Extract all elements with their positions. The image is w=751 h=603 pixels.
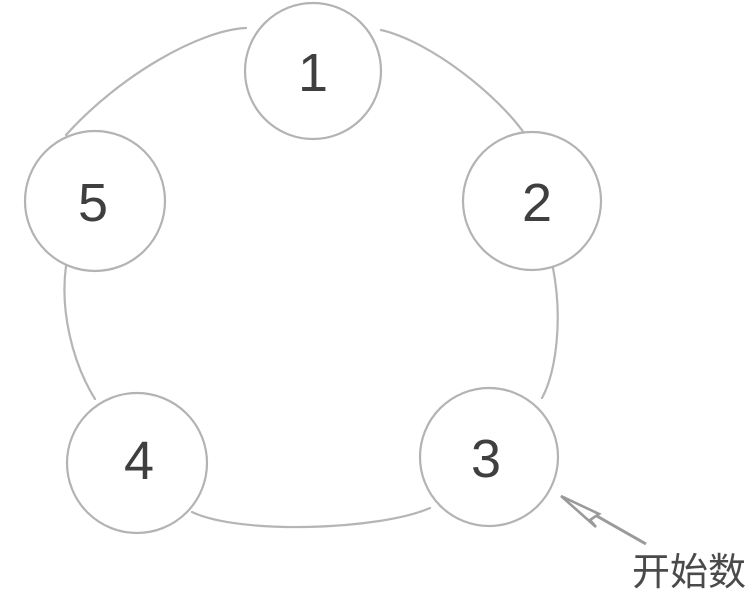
node-label-3: 3 — [471, 429, 501, 489]
node-labels: 1 2 3 4 5 — [78, 43, 552, 491]
node-circle-3[interactable] — [418, 386, 560, 528]
node-label-4: 4 — [124, 431, 154, 491]
nodes — [23, 1, 603, 535]
arc-5-to-1 — [64, 26, 248, 137]
node-circle-5[interactable] — [23, 129, 167, 273]
arc-2-to-3 — [540, 266, 559, 400]
node-label-1: 1 — [298, 43, 328, 103]
arrow-shaft — [587, 509, 647, 546]
annotation-arrow — [560, 494, 647, 546]
arc-1-to-2 — [379, 28, 526, 135]
arrow-head-icon — [560, 494, 602, 528]
node-label-2: 2 — [522, 173, 552, 233]
annotation-label: 开始数 — [632, 552, 747, 594]
node-label-5: 5 — [78, 173, 108, 233]
node-circle-4[interactable] — [65, 391, 209, 535]
arc-4-to-5 — [63, 264, 97, 401]
node-circle-1[interactable] — [243, 1, 383, 141]
arc-3-to-4 — [190, 506, 432, 529]
ring-arcs — [63, 26, 559, 529]
node-circle-2[interactable] — [461, 130, 603, 272]
